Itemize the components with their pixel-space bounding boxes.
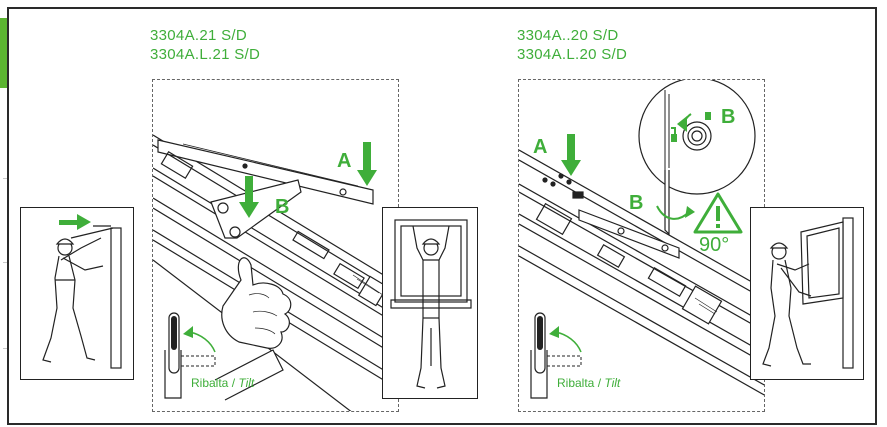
figure-frame [7, 7, 877, 425]
left-tilt-label: Ribalta / Tilt [191, 376, 254, 390]
left-detail-panel: A B Ribalta / Tilt [152, 79, 399, 412]
right-tilt-label-italic: Tilt [604, 376, 621, 390]
right-tilt-label: Ribalta / Tilt [557, 376, 620, 390]
worker-tilting-sash-illustration [762, 217, 854, 369]
left-model-line2: 3304A.L.21 S/D [150, 46, 261, 63]
left-model-line1: 3304A.21 S/D [150, 27, 247, 44]
side-tick [3, 262, 7, 263]
right-label-a: A [533, 136, 548, 158]
side-tab [0, 18, 7, 88]
left-model-title: 3304A.21 S/D 3304A.L.21 S/D [150, 26, 260, 64]
worker-lifting-illustration [390, 219, 472, 389]
left-tilt-label-text: Ribalta / [191, 376, 236, 390]
left-label-a: A [337, 150, 352, 172]
left-label-b: B [275, 196, 290, 218]
side-tick [3, 178, 7, 179]
right-worker-box [750, 207, 864, 380]
left-hardware-drawing [153, 134, 398, 411]
warning-angle-label: 90° [699, 234, 730, 256]
right-tilt-label-text: Ribalta / [557, 376, 602, 390]
left-tilt-label-italic: Tilt [238, 376, 255, 390]
right-model-line2: 3304A.L.20 S/D [517, 46, 628, 63]
left-worker-box [20, 207, 134, 380]
right-hardware-drawing [519, 80, 764, 399]
worker-lifting-box [382, 207, 478, 399]
right-arm-label-b: B [629, 192, 644, 214]
right-model-line1: 3304A..20 S/D [517, 27, 619, 44]
right-detail-label-b: B [721, 106, 736, 128]
side-tick [3, 348, 7, 349]
right-model-title: 3304A..20 S/D 3304A.L.20 S/D [517, 26, 627, 64]
worker-pushing-illustration [42, 214, 122, 369]
right-detail-panel: A B B 90° Ribalta / Tilt [518, 79, 765, 412]
